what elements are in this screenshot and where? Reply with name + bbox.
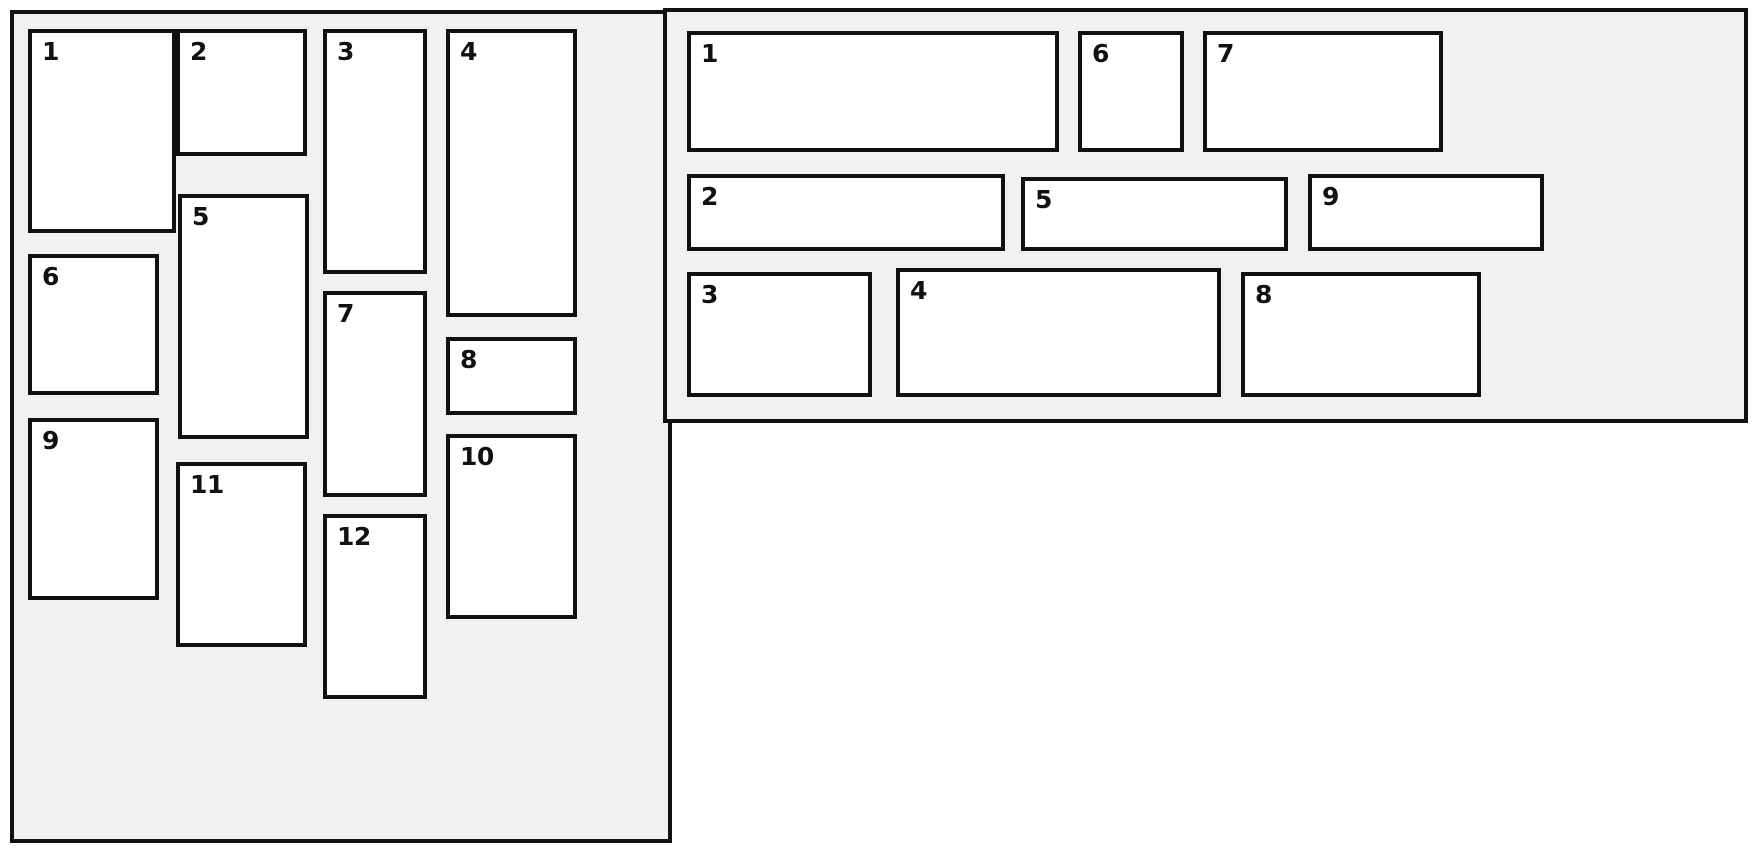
box-label: 8 <box>1255 280 1272 309</box>
box-6[interactable]: 6 <box>28 254 159 395</box>
box-label: 2 <box>190 37 207 66</box>
box-8[interactable]: 8 <box>446 337 577 415</box>
box-label: 9 <box>1322 182 1339 211</box>
box-label: 3 <box>337 37 354 66</box>
box-label: 10 <box>460 442 494 471</box>
box-10[interactable]: 10 <box>446 434 577 619</box>
box-4[interactable]: 4 <box>896 268 1221 397</box>
box-label: 4 <box>910 276 927 305</box>
box-5[interactable]: 5 <box>178 194 309 439</box>
box-label: 1 <box>42 37 59 66</box>
box-9[interactable]: 9 <box>28 418 159 600</box>
box-12[interactable]: 12 <box>323 514 427 699</box>
box-2[interactable]: 2 <box>176 29 307 156</box>
right-panel: 1 6 7 2 5 9 3 4 8 <box>663 8 1748 423</box>
box-label: 11 <box>190 470 224 499</box>
box-label: 5 <box>1035 185 1052 214</box>
box-label: 8 <box>460 345 477 374</box>
box-3[interactable]: 3 <box>323 29 427 274</box>
box-1[interactable]: 1 <box>28 29 176 233</box>
box-7[interactable]: 7 <box>1203 31 1443 152</box>
box-label: 7 <box>1217 39 1234 68</box>
box-9[interactable]: 9 <box>1308 174 1544 251</box>
box-label: 5 <box>192 202 209 231</box>
box-11[interactable]: 11 <box>176 462 307 647</box>
box-label: 3 <box>701 280 718 309</box>
box-label: 1 <box>701 39 718 68</box>
box-3[interactable]: 3 <box>687 272 872 397</box>
box-1[interactable]: 1 <box>687 31 1059 152</box>
box-label: 4 <box>460 37 477 66</box>
box-6[interactable]: 6 <box>1078 31 1184 152</box>
box-8[interactable]: 8 <box>1241 272 1481 397</box>
box-label: 12 <box>337 522 371 551</box>
box-label: 7 <box>337 299 354 328</box>
box-5[interactable]: 5 <box>1021 177 1288 251</box>
box-4[interactable]: 4 <box>446 29 577 317</box>
box-label: 6 <box>1092 39 1109 68</box>
box-label: 9 <box>42 426 59 455</box>
box-label: 6 <box>42 262 59 291</box>
box-label: 2 <box>701 182 718 211</box>
box-7[interactable]: 7 <box>323 291 427 497</box>
box-2[interactable]: 2 <box>687 174 1005 251</box>
